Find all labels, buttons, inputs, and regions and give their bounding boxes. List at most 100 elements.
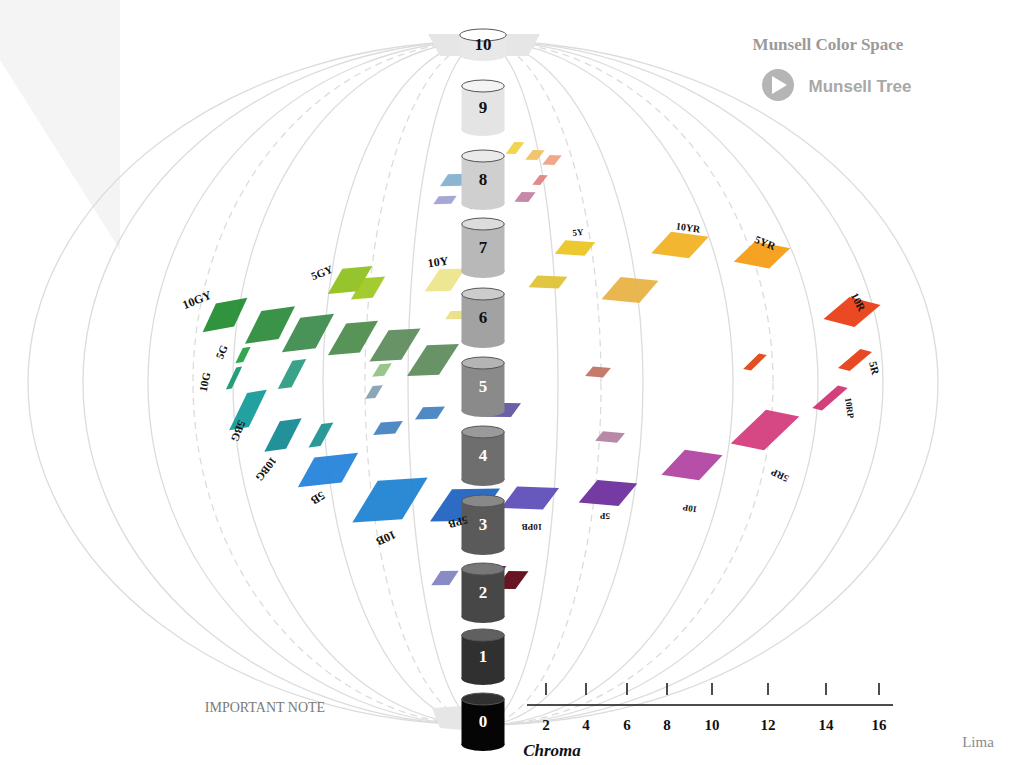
cylinder-bottom	[462, 473, 505, 486]
hue-label: 10PB	[522, 522, 543, 531]
hue-swatch	[525, 150, 544, 161]
title: Munsell Color Space	[753, 36, 904, 53]
hue-swatch	[415, 406, 446, 419]
chroma-number: 10	[705, 718, 720, 733]
hue-swatch	[406, 344, 460, 376]
hue-label: 5B	[309, 489, 327, 507]
chroma-number: 2	[542, 718, 550, 733]
value-number: 8	[479, 170, 488, 190]
hue-label: 5YR	[753, 234, 777, 252]
cylinder-bottom	[462, 335, 505, 348]
cylinder-bottom	[462, 610, 505, 623]
value-cylinder: 8	[461, 149, 505, 211]
cylinder-top	[462, 495, 504, 507]
value-cylinder: 2	[461, 562, 505, 624]
chroma-tick	[878, 683, 880, 695]
meridian-lines	[28, 41, 938, 725]
value-cylinder: 6	[461, 287, 505, 349]
hue-label: 5GY	[310, 264, 335, 282]
hue-swatch	[325, 321, 380, 356]
cylinder-bottom	[462, 123, 505, 136]
chroma-tick	[767, 683, 769, 695]
hue-swatch	[506, 142, 525, 154]
cylinder-top	[462, 563, 504, 575]
hue-label: 10P	[682, 502, 698, 513]
hue-swatch	[274, 359, 309, 389]
value-cylinder: 7	[461, 217, 505, 279]
cylinder-bottom	[462, 197, 505, 210]
cylinder-top	[462, 357, 504, 369]
chroma-number: 6	[623, 718, 631, 733]
value-cylinder: 1	[461, 628, 505, 686]
hue-label: 10R	[849, 291, 868, 313]
hue-swatch	[198, 298, 252, 332]
hue-swatch	[731, 404, 800, 455]
hue-swatches	[198, 142, 881, 590]
value-cylinder: 9	[461, 79, 505, 137]
chroma-tick	[545, 683, 547, 695]
top-plate	[428, 34, 540, 56]
play-triangle	[772, 76, 787, 94]
chroma-number: 8	[663, 718, 671, 733]
value-cylinder: 4	[461, 425, 505, 487]
value-number: 9	[479, 98, 488, 118]
value-cylinder: 10	[459, 28, 507, 62]
cylinder-top	[462, 80, 504, 92]
play-icon	[762, 69, 794, 101]
hue-swatch	[602, 275, 659, 304]
hue-label: 5R	[867, 360, 881, 376]
chroma-number: 12	[761, 718, 776, 733]
hue-label: 5BG	[229, 419, 247, 443]
hue-swatch	[278, 314, 338, 353]
chroma-tick	[666, 683, 668, 695]
cylinder-bottom	[462, 265, 505, 278]
value-cylinder: 5	[461, 356, 505, 418]
cylinder-top	[462, 150, 504, 162]
value-number: 3	[479, 515, 488, 535]
chroma-number: 16	[872, 718, 887, 733]
hue-label: 10YR	[675, 221, 701, 234]
hue-label: 10Y	[427, 255, 449, 270]
cylinder-top	[462, 426, 504, 438]
hue-swatch	[651, 229, 709, 260]
hue-label: 10BG	[253, 455, 278, 483]
note: Lima	[962, 735, 994, 750]
hue-label: 5RP	[770, 467, 791, 484]
cylinder-bottom	[462, 738, 505, 751]
hue-swatch	[532, 175, 547, 186]
hue-swatch	[224, 390, 273, 431]
chroma-number: 14	[819, 718, 834, 733]
value-cylinder: 0	[461, 692, 505, 752]
hue-label: 10RP	[843, 397, 855, 419]
hue-label: 10B	[374, 528, 397, 547]
hue-swatch	[372, 421, 403, 435]
cylinder-top	[462, 218, 504, 230]
hue-swatch	[542, 155, 561, 166]
hue-swatch	[579, 479, 638, 508]
chroma-tick	[585, 683, 587, 695]
hue-swatch	[529, 275, 568, 289]
hue-swatch	[431, 571, 459, 586]
cylinder-body	[462, 432, 505, 480]
value-number: 6	[479, 308, 488, 328]
hue-swatch	[368, 328, 423, 361]
value-number: 1	[479, 647, 488, 667]
hue-swatch	[222, 366, 245, 389]
axis-title: Chroma	[523, 742, 581, 759]
hue-swatch	[233, 347, 253, 364]
bottom-plate	[432, 706, 462, 730]
hue-swatch	[555, 240, 596, 256]
hue-swatch	[364, 385, 383, 398]
cylinder-body	[462, 569, 505, 617]
hue-label: 5P	[600, 511, 610, 520]
link-label: Munsell Tree	[809, 78, 912, 95]
chroma-number: 4	[582, 718, 590, 733]
hue-swatch	[433, 196, 457, 205]
value-number: 10	[475, 35, 492, 55]
hue-swatch	[812, 381, 847, 415]
hue-label: 5Y	[572, 228, 584, 238]
hue-swatch	[585, 366, 611, 378]
chroma-tick	[825, 683, 827, 695]
chroma-tick	[626, 683, 628, 695]
